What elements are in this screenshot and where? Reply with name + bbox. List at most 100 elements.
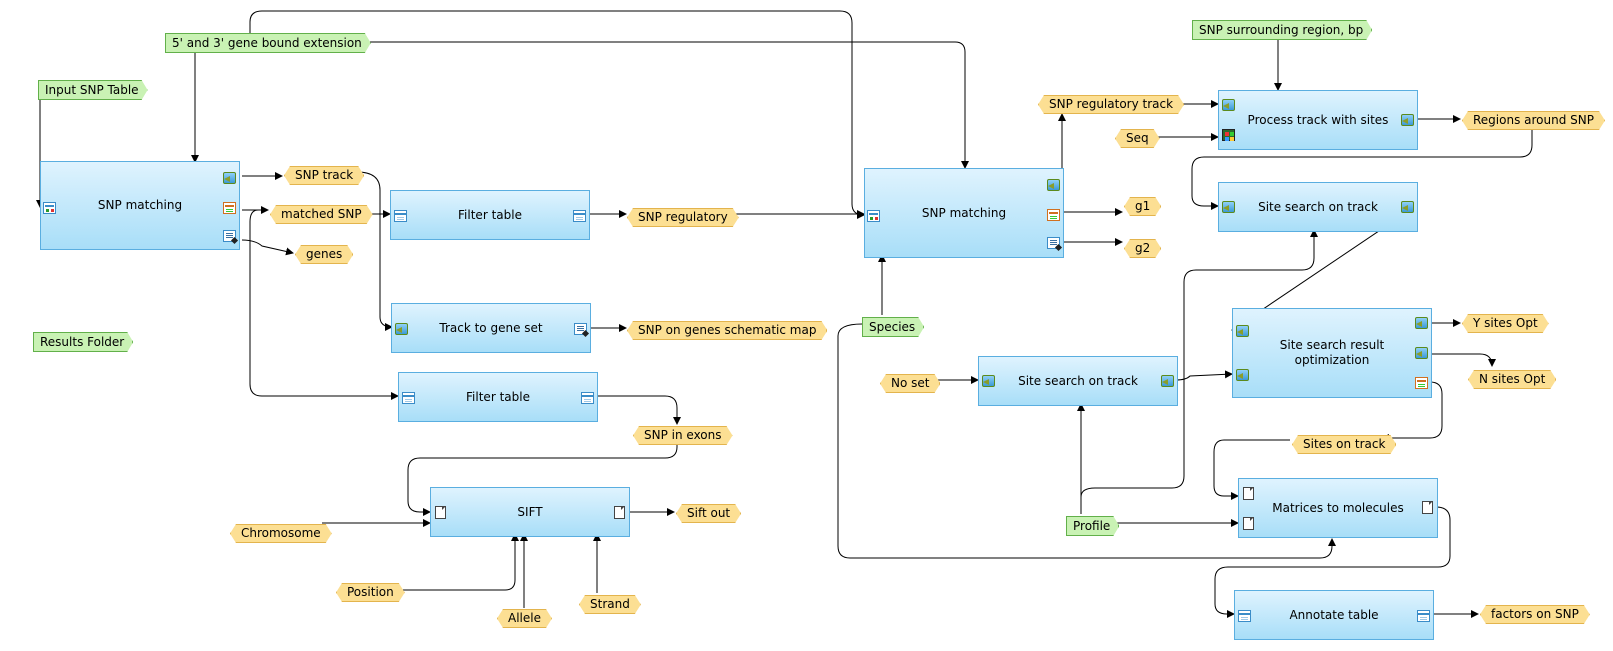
edge-profile-to-site-search1 xyxy=(1080,229,1318,514)
edge-position-to-sift xyxy=(396,533,519,591)
var-chromosome[interactable]: Chromosome xyxy=(230,524,332,543)
profile-document-port-icon[interactable] xyxy=(1243,517,1254,530)
var-sites-on-track[interactable]: Sites on track xyxy=(1292,435,1396,454)
analysis-label: Track to gene set xyxy=(439,320,543,335)
output-track-port-icon[interactable] xyxy=(1401,114,1414,126)
var-allele[interactable]: Allele xyxy=(497,609,552,628)
param-surrounding-region[interactable]: SNP surrounding region, bp xyxy=(1192,20,1372,40)
edge-gene-bound-to-matching2 xyxy=(355,41,969,169)
analysis-label: Filter table xyxy=(466,389,530,404)
analysis-site-search-1[interactable]: Site search on track xyxy=(1218,182,1418,232)
param-gene-bound-extension[interactable]: 5' and 3' gene bound extension xyxy=(165,33,371,53)
param-results-folder[interactable]: Results Folder xyxy=(33,332,133,352)
edge-site-search2-to-opt xyxy=(1175,370,1233,381)
edge-gene-bound-loop-to-matching2 xyxy=(249,10,865,219)
input-track-port-icon[interactable] xyxy=(395,323,408,335)
output-table-port-icon[interactable] xyxy=(581,392,594,404)
output-table-port-icon[interactable] xyxy=(1417,610,1430,622)
analysis-filter-table-1[interactable]: Filter table xyxy=(390,190,590,240)
input-table-port-icon[interactable] xyxy=(394,210,407,222)
analysis-label: Site search on track xyxy=(1018,373,1138,388)
edge-opt-to-sites-on-track xyxy=(1381,381,1443,442)
output-document-port-icon[interactable] xyxy=(1422,501,1433,514)
analysis-label: Annotate table xyxy=(1289,607,1379,622)
yes-track-port-icon[interactable] xyxy=(1236,325,1249,337)
sequence-port-icon[interactable] xyxy=(1222,129,1235,141)
param-species[interactable]: Species xyxy=(862,317,924,337)
analysis-site-search-optimization[interactable]: Site search result optimization xyxy=(1232,308,1432,398)
param-input-snp-table[interactable]: Input SNP Table xyxy=(38,80,148,100)
input-table-port-icon[interactable] xyxy=(1238,610,1251,622)
edge-snp-track-to-track-to-gene xyxy=(356,171,393,331)
input-document-port-icon[interactable] xyxy=(1243,487,1254,500)
n-sites-port-icon[interactable] xyxy=(1415,347,1428,359)
input-track-port-icon[interactable] xyxy=(1222,201,1235,213)
input-port-icon[interactable] xyxy=(867,210,880,222)
g1-port-icon[interactable] xyxy=(1047,209,1060,221)
output-document-port-icon[interactable] xyxy=(614,506,625,519)
var-genes[interactable]: genes xyxy=(295,245,353,264)
param-profile[interactable]: Profile xyxy=(1066,516,1119,536)
analysis-label: Matrices to molecules xyxy=(1272,500,1404,515)
analysis-label: SNP matching xyxy=(97,198,183,212)
var-g1[interactable]: g1 xyxy=(1124,197,1161,216)
var-strand[interactable]: Strand xyxy=(579,595,641,614)
var-sift-out[interactable]: Sift out xyxy=(676,504,741,523)
edge-regions-to-site-search1 xyxy=(1191,128,1533,210)
regulatory-track-port-icon[interactable] xyxy=(1047,179,1060,191)
analysis-snp-matching-1[interactable]: SNP matching xyxy=(40,161,240,250)
analysis-label: Site search result optimization xyxy=(1279,338,1385,367)
output-table-port-icon[interactable] xyxy=(573,210,586,222)
analysis-annotate-table[interactable]: Annotate table xyxy=(1234,590,1434,640)
input-document-port-icon[interactable] xyxy=(435,506,446,519)
analysis-process-track[interactable]: Process track with sites xyxy=(1218,90,1418,150)
analysis-label: Site search on track xyxy=(1258,199,1378,214)
g2-port-icon[interactable] xyxy=(1047,237,1060,249)
analysis-label: Process track with sites xyxy=(1247,112,1389,127)
input-port-icon[interactable] xyxy=(43,202,56,214)
var-seq[interactable]: Seq xyxy=(1115,129,1160,148)
var-snp-in-exons[interactable]: SNP in exons xyxy=(633,426,733,445)
var-no-set[interactable]: No set xyxy=(880,374,940,393)
edge-filter2-to-exons xyxy=(590,395,681,425)
var-regions-around-snp[interactable]: Regions around SNP xyxy=(1462,111,1605,130)
var-snp-regulatory[interactable]: SNP regulatory xyxy=(627,208,739,227)
edge-genes-out xyxy=(241,239,294,256)
output-track-port-icon[interactable] xyxy=(1161,375,1174,387)
var-snp-regulatory-track[interactable]: SNP regulatory track xyxy=(1038,95,1184,114)
var-y-sites-opt[interactable]: Y sites Opt xyxy=(1462,314,1549,333)
edge-species-to-matrices xyxy=(837,323,1336,559)
output-track-port-icon[interactable] xyxy=(1401,201,1414,213)
analysis-matrices-to-molecules[interactable]: Matrices to molecules xyxy=(1238,478,1438,538)
input-track-port-icon[interactable] xyxy=(982,375,995,387)
var-g2[interactable]: g2 xyxy=(1124,239,1161,258)
y-sites-port-icon[interactable] xyxy=(1415,317,1428,329)
var-matched-snp[interactable]: matched SNP xyxy=(270,205,373,224)
edge-exons-to-sift xyxy=(407,440,678,516)
no-track-port-icon[interactable] xyxy=(1236,369,1249,381)
input-table-port-icon[interactable] xyxy=(402,392,415,404)
analysis-site-search-2[interactable]: Site search on track xyxy=(978,356,1178,406)
var-snp-track[interactable]: SNP track xyxy=(284,166,364,185)
var-position[interactable]: Position xyxy=(336,583,405,602)
analysis-snp-matching-2[interactable]: SNP matching xyxy=(864,168,1064,258)
output-geneset-port-icon[interactable] xyxy=(574,323,587,335)
edge-opt-to-n-sites xyxy=(1428,353,1496,367)
var-snp-on-genes-map[interactable]: SNP on genes schematic map xyxy=(627,321,827,340)
analysis-label: Filter table xyxy=(458,207,522,222)
edge-matrices-to-annotate xyxy=(1214,506,1451,618)
analysis-sift[interactable]: SIFT xyxy=(430,487,630,537)
sites-port-icon[interactable] xyxy=(1415,377,1428,389)
var-n-sites-opt[interactable]: N sites Opt xyxy=(1468,370,1556,389)
analysis-track-to-gene-set[interactable]: Track to gene set xyxy=(391,303,591,353)
var-factors-on-snp[interactable]: factors on SNP xyxy=(1480,605,1590,624)
analysis-filter-table-2[interactable]: Filter table xyxy=(398,372,598,422)
matched-snp-port-icon[interactable] xyxy=(223,202,236,214)
edge-matched-to-filter2 xyxy=(249,209,399,400)
input-track-port-icon[interactable] xyxy=(1222,99,1235,111)
analysis-label: SIFT xyxy=(517,504,543,519)
genes-port-icon[interactable] xyxy=(223,230,236,242)
analysis-label: SNP matching xyxy=(921,205,1007,220)
snp-track-port-icon[interactable] xyxy=(223,172,236,184)
